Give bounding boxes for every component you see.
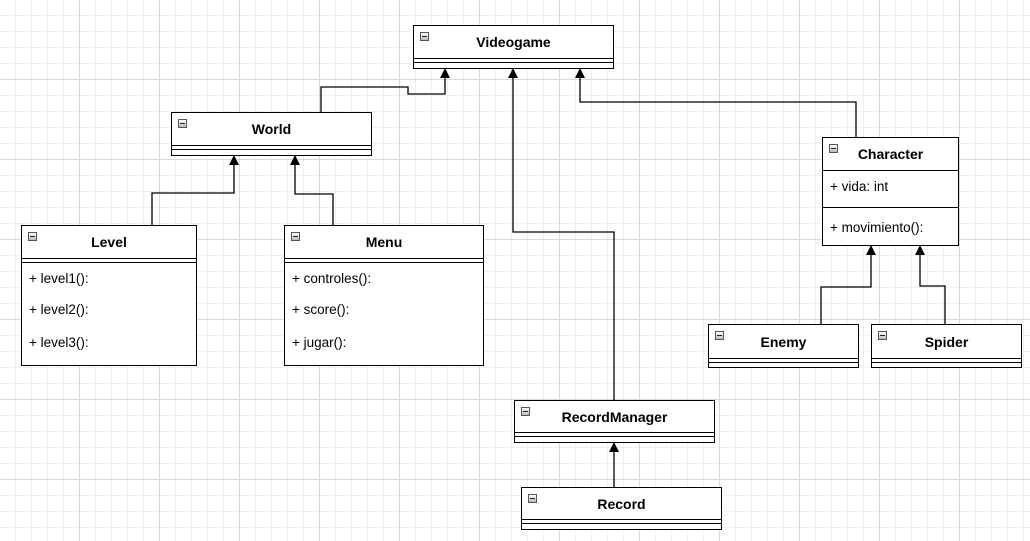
edge-recordmanager-to-videogame [508, 68, 615, 400]
operation-item[interactable]: + level2(): [29, 302, 89, 317]
class-name: Record [597, 495, 646, 512]
operation-item[interactable]: + level1(): [29, 271, 89, 286]
collapse-icon[interactable] [878, 331, 887, 340]
collapse-icon[interactable] [521, 407, 530, 416]
class-name: Spider [924, 333, 969, 350]
compartment-divider [872, 358, 1021, 363]
class-menu[interactable]: Menu + controles(): + score(): + jugar()… [284, 225, 484, 366]
edge-level-to-world [151, 155, 239, 225]
edge-menu-to-world [290, 155, 334, 225]
operation-item[interactable]: + controles(): [292, 271, 372, 286]
edge-spider-to-character [915, 245, 946, 324]
compartment-divider [285, 258, 483, 263]
class-name: Character [857, 146, 924, 162]
class-spider[interactable]: Spider [871, 324, 1022, 368]
operation-item[interactable]: + score(): [292, 302, 350, 317]
edge-character-to-videogame [575, 68, 857, 137]
collapse-icon[interactable] [291, 232, 300, 241]
compartment-divider [414, 58, 613, 63]
class-name: Level [91, 234, 127, 250]
attribute-item[interactable]: + vida: int [830, 179, 889, 194]
operation-item[interactable]: + level3(): [29, 335, 89, 350]
operation-item[interactable]: + jugar(): [292, 335, 347, 350]
class-name: World [251, 121, 292, 137]
class-enemy[interactable]: Enemy [708, 324, 859, 368]
class-name: Enemy [760, 333, 807, 350]
compartment-divider [823, 170, 958, 171]
operation-item[interactable]: + movimiento(): [830, 220, 924, 235]
class-name: Menu [365, 234, 403, 250]
compartment-divider [515, 432, 714, 437]
class-name: Videogame [476, 34, 551, 50]
compartment-divider [709, 358, 858, 363]
edge-enemy-to-character [820, 245, 876, 324]
class-name: RecordManager [561, 408, 668, 425]
compartment-divider [172, 145, 371, 150]
collapse-icon[interactable] [420, 32, 429, 41]
class-world[interactable]: World [171, 112, 372, 156]
compartment-divider [823, 207, 958, 208]
collapse-icon[interactable] [829, 144, 838, 153]
class-record-manager[interactable]: RecordManager [514, 400, 715, 443]
compartment-divider [522, 519, 721, 524]
edge-world-to-videogame [320, 68, 450, 112]
collapse-icon[interactable] [178, 119, 187, 128]
collapse-icon[interactable] [28, 232, 37, 241]
compartment-divider [22, 258, 196, 263]
collapse-icon[interactable] [715, 331, 724, 340]
class-videogame[interactable]: Videogame [413, 25, 614, 69]
class-record[interactable]: Record [521, 487, 722, 530]
class-level[interactable]: Level + level1(): + level2(): + level3()… [21, 225, 197, 366]
class-character[interactable]: Character + vida: int + movimiento(): [822, 137, 959, 246]
collapse-icon[interactable] [528, 494, 537, 503]
